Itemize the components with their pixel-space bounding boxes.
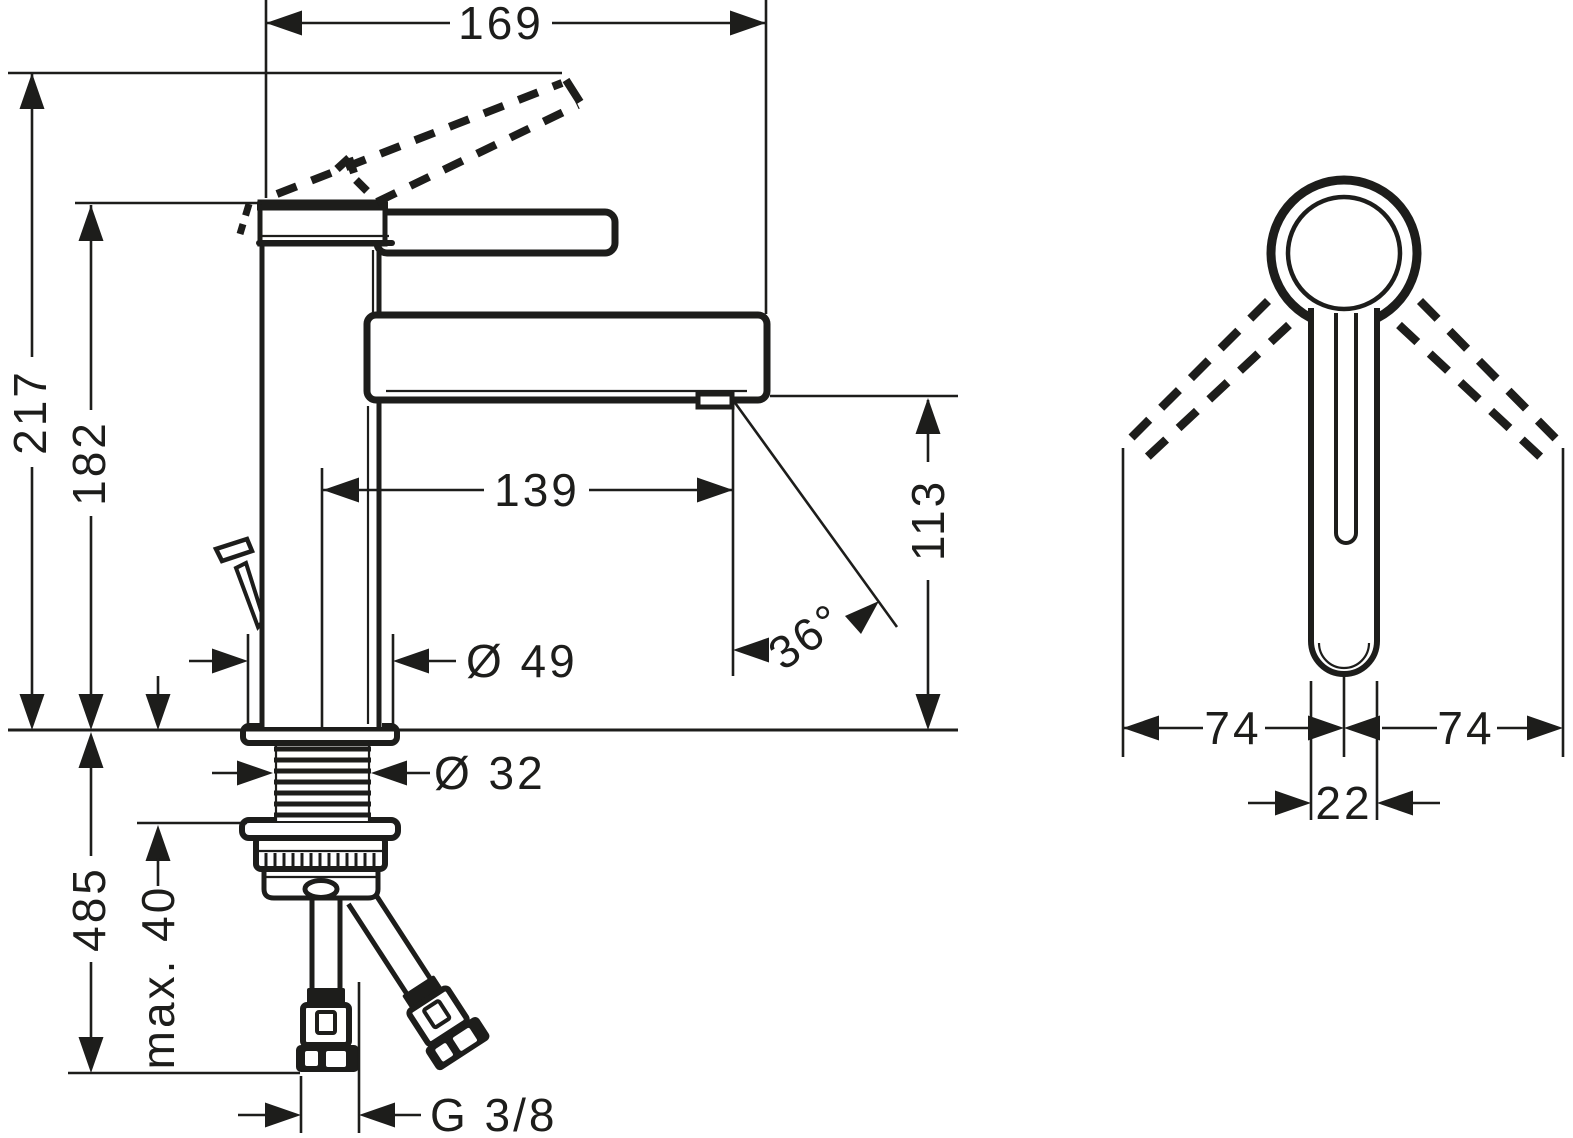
- handle-swing-dashed: [1119, 297, 1567, 467]
- supply-hose-angled: [346, 885, 490, 1071]
- dim-spout-reach: 139: [320, 400, 735, 727]
- dim-label-182: 182: [63, 420, 115, 506]
- supply-hose-vertical: [296, 896, 359, 1072]
- mounting-nut: [239, 817, 401, 872]
- aerator: [695, 391, 735, 410]
- dim-label-36deg: 36°: [759, 592, 853, 680]
- dim-label-dia32: Ø 32: [434, 747, 546, 799]
- side-view: [8, 77, 958, 1072]
- dim-outlet-height: 113: [770, 394, 958, 730]
- dim-jet-angle: 36°: [731, 399, 899, 680]
- dim-label-113: 113: [902, 479, 954, 561]
- dim-label-217: 217: [4, 369, 56, 455]
- handle-lever-side: [373, 208, 619, 257]
- mounting-bracket: [261, 865, 381, 901]
- dim-label-74-left: 74: [1204, 702, 1261, 754]
- front-view-dimensions: 74 74 22: [1121, 448, 1565, 829]
- dim-height-total: 217: [4, 71, 562, 730]
- handle-raised-dashed: [236, 77, 584, 236]
- dim-label-74-right: 74: [1437, 702, 1494, 754]
- dim-base-diameter: Ø 49: [189, 634, 578, 727]
- dim-label-g38: G 3/8: [430, 1089, 558, 1138]
- dim-label-max40: max. 40: [132, 885, 184, 1070]
- dim-label-139: 139: [494, 464, 580, 516]
- drain-rod-lever: [212, 536, 267, 631]
- dim-label-169: 169: [458, 0, 544, 49]
- dim-connection-thread: G 3/8: [238, 982, 558, 1138]
- spout: [363, 311, 771, 410]
- handle-ring-outer: [1266, 175, 1422, 331]
- dim-label-dia49: Ø 49: [466, 635, 578, 687]
- lever-slot: [1334, 313, 1358, 545]
- front-view: 74 74 22: [1119, 175, 1567, 829]
- dim-label-22: 22: [1315, 777, 1372, 829]
- dim-label-485: 485: [63, 866, 115, 952]
- lever-bottom-highlight: [1317, 642, 1371, 670]
- handle-ring-inner: [1285, 194, 1403, 312]
- dim-hose-length: 485: [63, 732, 300, 1075]
- dim-max-deck-thickness: max. 40: [132, 676, 247, 1069]
- side-view-dimensions: 169 217 182 139: [4, 0, 958, 1138]
- cartridge-cap: [256, 199, 395, 247]
- dim-height-to-handle: 182: [63, 201, 262, 730]
- dim-reach-total: 169: [264, 0, 768, 314]
- dim-shank-diameter: Ø 32: [212, 747, 546, 799]
